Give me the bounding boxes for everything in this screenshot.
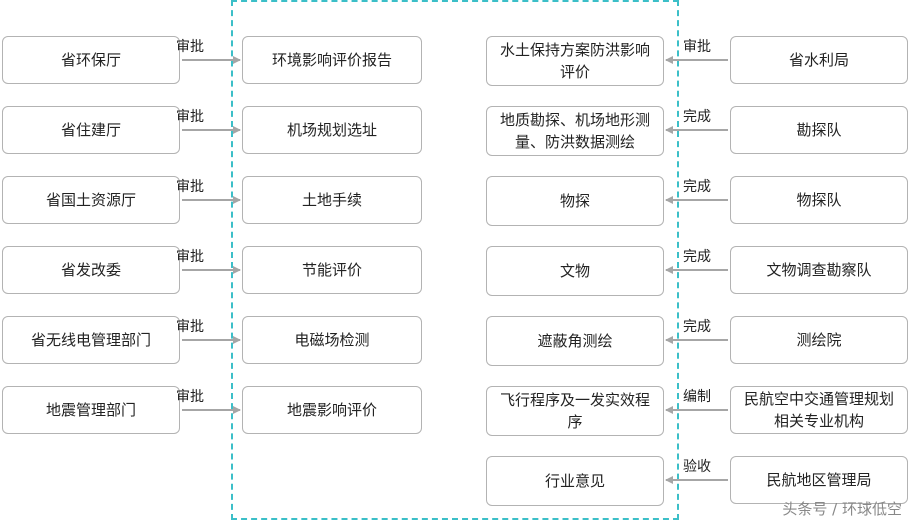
left-task-box: 地震影响评价 bbox=[242, 386, 422, 434]
right-org-box: 民航地区管理局 bbox=[730, 456, 908, 504]
left-task-box: 机场规划选址 bbox=[242, 106, 422, 154]
left-org-box: 省环保厅 bbox=[2, 36, 180, 84]
left-task-box: 环境影响评价报告 bbox=[242, 36, 422, 84]
left-org-box: 省无线电管理部门 bbox=[2, 316, 180, 364]
right-action-label: 审批 bbox=[683, 39, 711, 55]
right-task-box: 物探 bbox=[486, 176, 664, 226]
left-action-label: 审批 bbox=[176, 389, 204, 405]
left-org-box: 省发改委 bbox=[2, 246, 180, 294]
left-action-label: 审批 bbox=[176, 249, 204, 265]
left-action-label: 审批 bbox=[176, 39, 204, 55]
left-action-label: 审批 bbox=[176, 109, 204, 125]
right-org-box: 民航空中交通管理规划相关专业机构 bbox=[730, 386, 908, 434]
right-org-box: 勘探队 bbox=[730, 106, 908, 154]
left-task-box: 电磁场检测 bbox=[242, 316, 422, 364]
right-action-label: 完成 bbox=[683, 249, 711, 265]
right-action-label: 验收 bbox=[683, 459, 711, 475]
right-org-box: 文物调查勘察队 bbox=[730, 246, 908, 294]
left-org-box: 地震管理部门 bbox=[2, 386, 180, 434]
right-org-box: 省水利局 bbox=[730, 36, 908, 84]
right-task-box: 遮蔽角测绘 bbox=[486, 316, 664, 366]
left-action-label: 审批 bbox=[176, 319, 204, 335]
right-task-box: 飞行程序及一发实效程序 bbox=[486, 386, 664, 436]
watermark: 头条号 / 环球低空 bbox=[782, 500, 902, 518]
left-action-label: 审批 bbox=[176, 179, 204, 195]
right-action-label: 完成 bbox=[683, 319, 711, 335]
right-org-box: 物探队 bbox=[730, 176, 908, 224]
right-org-box: 测绘院 bbox=[730, 316, 908, 364]
left-org-box: 省住建厅 bbox=[2, 106, 180, 154]
process-frame bbox=[231, 0, 679, 520]
right-action-label: 编制 bbox=[683, 389, 711, 405]
right-task-box: 地质勘探、机场地形测量、防洪数据测绘 bbox=[486, 106, 664, 156]
left-task-box: 节能评价 bbox=[242, 246, 422, 294]
right-action-label: 完成 bbox=[683, 109, 711, 125]
right-action-label: 完成 bbox=[683, 179, 711, 195]
right-task-box: 行业意见 bbox=[486, 456, 664, 506]
left-task-box: 土地手续 bbox=[242, 176, 422, 224]
right-task-box: 文物 bbox=[486, 246, 664, 296]
right-task-box: 水土保持方案防洪影响评价 bbox=[486, 36, 664, 86]
left-org-box: 省国土资源厅 bbox=[2, 176, 180, 224]
